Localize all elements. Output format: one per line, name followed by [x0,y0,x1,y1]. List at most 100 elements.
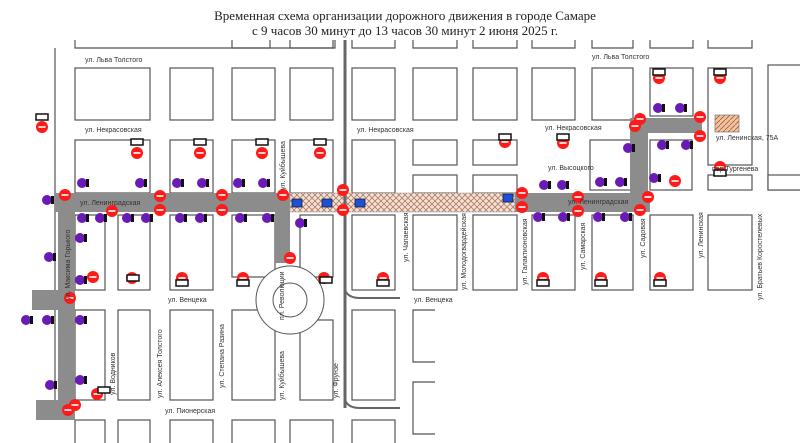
no-stopping-sign-icon [197,178,209,188]
parking-sign-icon [291,198,303,208]
no-stopping-sign-icon [558,212,570,222]
tow-truck-sign-icon [193,138,207,146]
no-stopping-sign-icon [172,178,184,188]
tow-truck-sign-icon [594,279,608,287]
no-stopping-sign-icon [44,252,56,262]
no-stopping-sign-icon [195,213,207,223]
city-block [231,214,276,278]
tow-truck-sign-icon [653,279,667,287]
street-label: пер.Тургенева [712,166,758,173]
no-stopping-sign-icon [122,213,134,223]
no-entry-sign-icon [277,189,289,201]
street-label: ул. Галактионовская [522,218,529,285]
no-entry-sign-icon [87,271,99,283]
tow-truck-sign-icon [35,113,49,121]
no-entry-sign-icon [59,189,71,201]
city-block [231,419,276,443]
no-stopping-sign-icon [620,212,632,222]
block-edge [412,309,435,363]
map-subtitle: с 9 часов 30 минут до 13 часов 30 минут … [252,23,558,38]
no-entry-sign-icon [194,147,206,159]
no-entry-sign-icon [516,187,528,199]
no-stopping-sign-icon [595,177,607,187]
no-stopping-sign-icon [141,213,153,223]
no-stopping-sign-icon [75,315,87,325]
no-entry-sign-icon [314,147,326,159]
street-label: ул. Молодогвардейская [460,213,468,290]
tow-truck-sign-icon [376,279,390,287]
city-block [74,67,151,121]
street-label: ул. Высоцкого [548,165,594,172]
no-stopping-sign-icon [557,180,569,190]
city-block [767,64,800,191]
tow-truck-sign-icon [713,169,727,177]
square-center [272,282,308,318]
city-block [299,319,334,401]
street-label: ул. Ленинская [698,212,705,258]
no-stopping-sign-icon [539,180,551,190]
no-stopping-sign-icon [533,212,545,222]
building-label: ул. Ленинская, 75А [716,135,779,142]
no-stopping-sign-icon [233,178,245,188]
street-label: ул. Садовая [640,218,647,258]
no-entry-sign-icon [337,204,349,216]
city-block [412,67,458,121]
city-block [117,214,151,291]
street-label: ул. Водников [110,352,117,395]
block-edge [531,40,576,49]
no-stopping-sign-icon [649,173,661,183]
no-stopping-sign-icon [75,233,87,243]
street-label: ул. Некрасовская [545,125,602,132]
block-edge [472,40,518,49]
block-edge [707,40,753,49]
no-stopping-sign-icon [653,103,665,113]
no-entry-sign-icon [131,147,143,159]
city-block [74,419,106,443]
no-entry-sign-icon [256,147,268,159]
street-label: ул. Чапаевская [403,212,410,262]
no-stopping-sign-icon [258,178,270,188]
tow-truck-sign-icon [652,68,666,76]
no-stopping-sign-icon [75,275,87,285]
no-stopping-sign-icon [623,143,635,153]
no-stopping-sign-icon [262,213,274,223]
city-block [472,174,518,194]
block-edge [351,40,396,49]
no-stopping-sign-icon [21,315,33,325]
tow-truck-sign-icon [498,133,512,141]
no-stopping-sign-icon [77,213,89,223]
no-stopping-sign-icon [593,212,605,222]
city-block [351,67,396,121]
city-block [289,67,334,121]
block-edge [289,40,334,49]
tow-truck-sign-icon [536,279,550,287]
no-entry-sign-icon [634,204,646,216]
block-edge [649,40,694,49]
street-labels: ул. Льва Толстого ул. Льва Толстого ул. … [65,54,779,415]
parking-sign-icon [354,198,366,208]
city-block [472,67,518,121]
city-block [289,139,334,194]
tow-truck-sign-icon [556,133,570,141]
street-label: ул. Алексея Толстого [157,329,164,398]
no-entry-sign-icon [216,189,228,201]
no-entry-sign-icon [634,113,646,125]
no-entry-sign-icon [154,190,166,202]
city-block [289,419,334,443]
city-block [412,174,458,194]
no-entry-sign-icon [694,111,706,123]
tow-truck-sign-icon [713,68,727,76]
street-label: пл. Революции [279,271,286,320]
block-edge [591,40,634,49]
street-label: ул. Самарская [580,222,587,270]
street-label: ул. Братьев Коростелевых [757,213,764,300]
street-label: ул. Льва Толстого [592,54,650,61]
map-title: Временная схема организации дорожного дв… [214,8,596,23]
no-entry-sign-icon [36,121,48,133]
tram-line [343,40,400,409]
city-block [231,67,276,121]
no-entry-sign-icon [337,184,349,196]
no-entry-sign-icon [106,205,118,217]
parking-sign-icon [502,193,514,203]
